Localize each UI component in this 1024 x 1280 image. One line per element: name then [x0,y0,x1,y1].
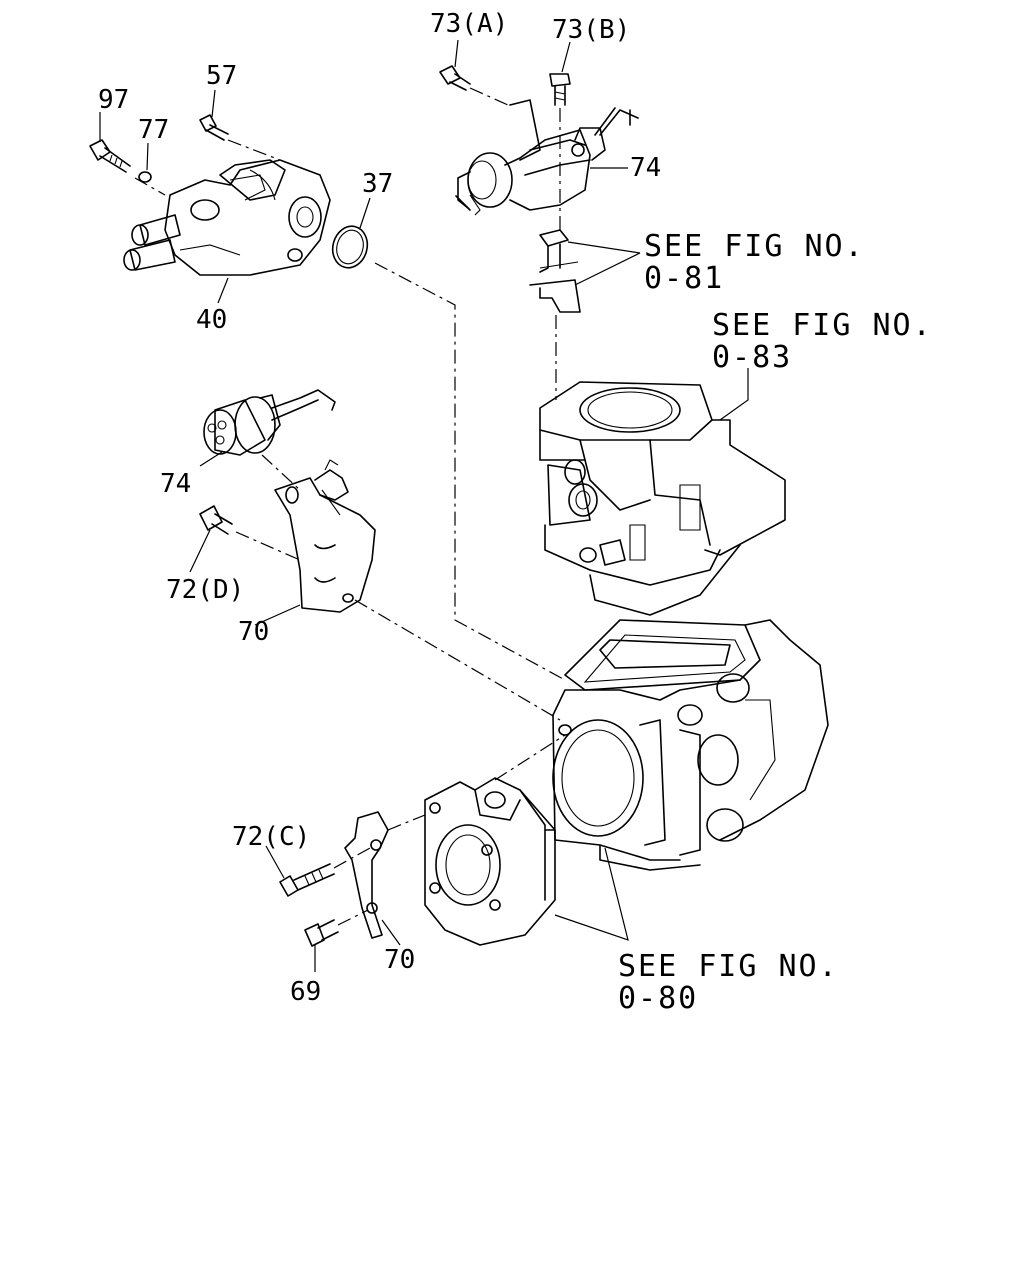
bolt-57 [199,89,281,161]
callout-57: 57 [206,61,237,91]
o-ring-37 [331,197,371,269]
washer-77 [134,142,166,196]
callout-69: 69 [290,977,321,1007]
callout-72c: 72(C) [232,822,310,852]
part-74-actuator-left [199,389,336,491]
callout-97: 97 [98,85,129,115]
callout-74-left: 74 [160,469,191,499]
ref-081-line2: 0-81 [644,261,724,296]
callout-40: 40 [196,305,227,335]
callout-70-upper: 70 [238,617,269,647]
throttle-body-lower [552,619,829,871]
ref-083-line1: SEE FIG NO. [712,308,933,343]
bolt-73b [549,41,571,235]
bracket-70-lower [344,811,426,946]
dash-oring-to-body [374,262,566,681]
ref-083-line2: 0-83 [712,340,792,375]
callout-74-top: 74 [630,153,661,183]
ref-081-line1: SEE FIG NO. [644,229,865,264]
throttle-body-upper [539,368,786,616]
bracket-70-upper [254,459,561,721]
bolt-72d [189,505,301,573]
callout-77: 77 [138,115,169,145]
leader-fig-080 [554,847,629,941]
callout-70-lower: 70 [384,945,415,975]
part-40-vacuum-assembly [123,159,331,304]
callout-73b: 73(B) [552,15,630,45]
ref-080-line1: SEE FIG NO. [618,949,839,984]
part-74-actuator-top [455,99,639,216]
bolt-73a [439,39,509,106]
bolt-72c [265,845,371,897]
bolt-69 [304,909,369,972]
clip-fig-081 [529,229,641,400]
callout-73a: 73(A) [430,9,508,39]
callout-37: 37 [362,169,393,199]
ref-080-line2: 0-80 [618,981,698,1016]
bolt-97 [89,112,131,173]
flange-adapter [424,734,566,946]
callout-72d: 72(D) [166,575,244,605]
